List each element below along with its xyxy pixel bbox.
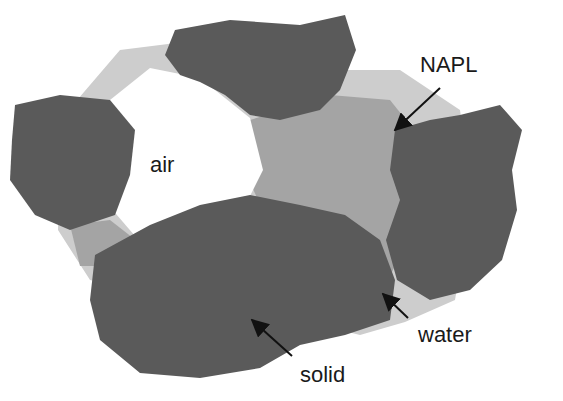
leader-arrow xyxy=(395,88,440,130)
solid-grain xyxy=(165,15,356,120)
phase-label: solid xyxy=(300,362,345,387)
leader-arrow xyxy=(252,320,292,356)
solid-grain xyxy=(10,95,135,230)
phase-label: water xyxy=(418,322,472,347)
phase-label: air xyxy=(150,152,174,177)
leader-arrow xyxy=(383,294,408,318)
solid-grain xyxy=(386,105,522,300)
solid-grain xyxy=(90,195,395,378)
phase-label: NAPL xyxy=(420,52,477,77)
